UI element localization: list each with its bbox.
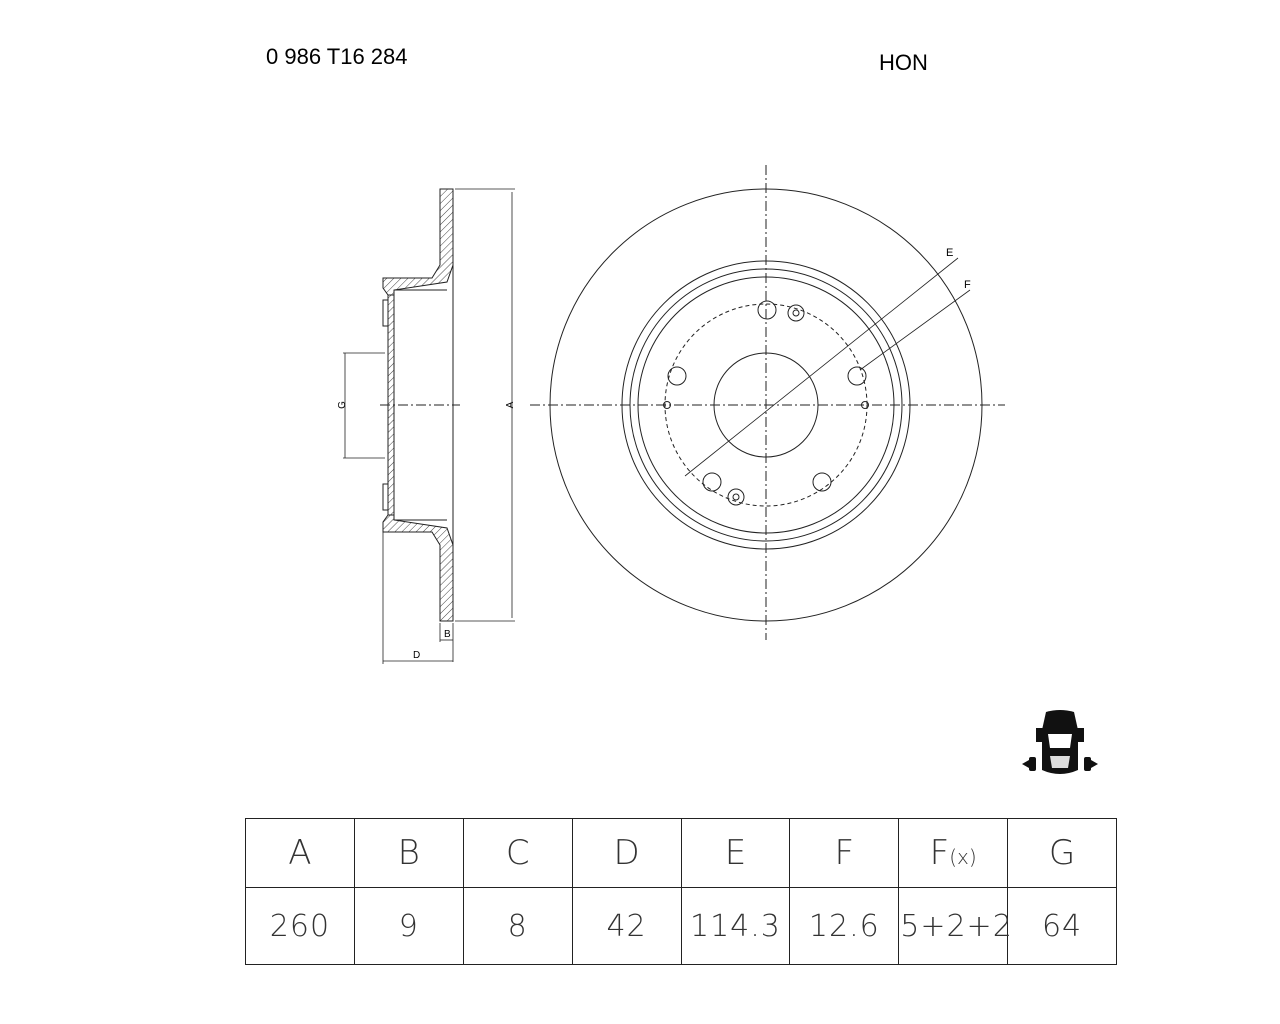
spec-value-cell: 64 (1007, 887, 1117, 965)
screw-hole (727, 488, 745, 506)
side-section-view (343, 188, 515, 664)
spec-header-row: A B C D E F F(x) G (245, 818, 1117, 888)
spec-header-cell: F (789, 818, 900, 888)
bolt-hole (757, 300, 777, 320)
screw-hole (732, 493, 740, 501)
bolt-hole (812, 472, 832, 492)
spec-value-row: 260 9 8 42 114.3 12.6 5+2+2 64 (245, 887, 1117, 965)
dim-label-e: E (946, 247, 953, 259)
spec-header-cell: F(x) (898, 818, 1009, 888)
spec-header-cell: E (680, 818, 791, 888)
spec-value-cell: 42 (571, 887, 682, 965)
spec-value-cell: 5+2+2 (898, 887, 1012, 965)
spec-value-cell: 8 (462, 887, 573, 965)
dim-label-b: B (444, 629, 451, 640)
bolt-hole (847, 366, 867, 386)
spec-header-cell: A (245, 818, 355, 888)
spec-header-cell: D (571, 818, 682, 888)
spec-value-cell: 260 (245, 887, 355, 965)
car-rear-axle-icon (1022, 710, 1098, 774)
spec-table: A B C D E F F(x) G 260 9 8 42 114.3 12.6… (245, 818, 1117, 965)
make-code: HON (879, 50, 928, 75)
spec-value-cell: 12.6 (789, 887, 900, 965)
dim-label-f: F (964, 279, 971, 291)
bolt-hole (702, 472, 722, 492)
spec-header-cell: C (462, 818, 573, 888)
section-top-part (382, 188, 454, 296)
spec-header-cell: B (353, 818, 464, 888)
dim-label-g: G (337, 401, 348, 409)
spec-header-cell: G (1007, 818, 1117, 888)
front-view (530, 165, 1005, 640)
part-number: 0 986 T16 284 (266, 44, 408, 69)
spec-value-cell: 114.3 (680, 887, 791, 965)
section-bottom-part (382, 514, 454, 622)
dim-label-a: A (505, 401, 516, 408)
screw-hole (792, 309, 800, 317)
bolt-hole (667, 366, 687, 386)
screw-hole (787, 304, 805, 322)
dim-label-d: D (413, 650, 420, 661)
spec-value-cell: 9 (353, 887, 464, 965)
